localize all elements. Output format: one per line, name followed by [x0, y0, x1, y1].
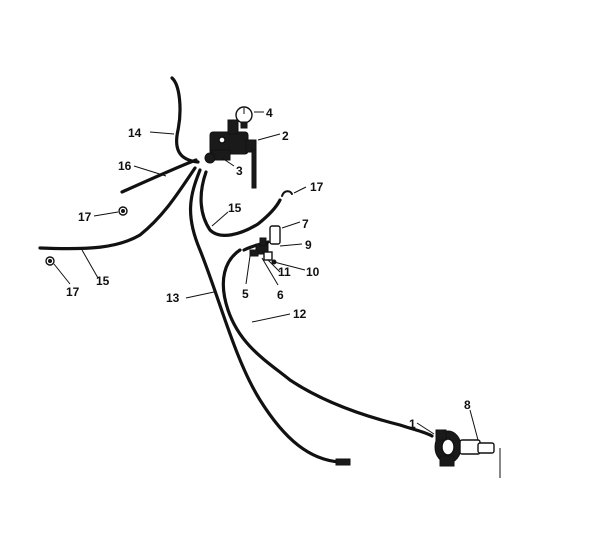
leader-2 — [257, 133, 281, 141]
leader-12 — [251, 313, 291, 323]
leader-17c — [293, 186, 307, 194]
leader-11 — [267, 259, 281, 273]
hose-15-mid — [199, 170, 282, 237]
callout-2: 2 — [282, 129, 289, 143]
leader-13 — [185, 291, 215, 299]
fitting-7 — [269, 225, 281, 245]
tee-fitting — [249, 237, 277, 265]
callout-14: 14 — [128, 126, 142, 140]
leader-6 — [261, 257, 279, 286]
hose-16 — [120, 158, 198, 194]
nozzle-8 — [459, 439, 501, 478]
callout-10: 10 — [306, 265, 320, 279]
fitting-17-left — [118, 206, 128, 216]
hose-15-left — [38, 166, 197, 251]
leader-1 — [416, 422, 435, 435]
callout-12: 12 — [293, 307, 307, 321]
callout-4: 4 — [266, 106, 273, 120]
leader-7 — [281, 221, 301, 229]
callout-13: 13 — [166, 291, 180, 305]
gauge-4 — [235, 106, 253, 129]
callout-11: 11 — [278, 265, 291, 279]
callout-3: 3 — [236, 164, 243, 178]
callout-5: 5 — [242, 287, 249, 301]
leader-14 — [149, 131, 175, 135]
callout-17b: 17 — [66, 285, 80, 299]
callout-8: 8 — [464, 398, 471, 412]
fitting-17-right — [281, 190, 293, 197]
callout-16: 16 — [118, 159, 132, 173]
hose-13 — [189, 168, 342, 464]
fitting-17-far-left — [45, 256, 55, 266]
leader-8 — [469, 409, 479, 441]
connector-1 — [434, 429, 462, 467]
leader-9 — [279, 243, 303, 247]
callout-9: 9 — [305, 238, 312, 252]
leader-5 — [245, 255, 251, 285]
leader-10 — [273, 261, 306, 271]
leader-15a — [211, 211, 229, 227]
leader-15b — [81, 249, 99, 279]
leader-3 — [221, 157, 235, 167]
fitting-hose-13-end — [335, 458, 351, 466]
hose-14 — [170, 76, 200, 164]
callout-7: 7 — [302, 217, 309, 231]
callout-1: 1 — [409, 417, 416, 431]
leader-17b — [53, 263, 71, 285]
leader-17a — [93, 211, 119, 217]
callout-17c: 17 — [310, 180, 324, 194]
callout-15a: 15 — [228, 201, 242, 215]
callout-15b: 15 — [96, 274, 110, 288]
leader-16 — [133, 165, 167, 177]
callout-17a: 17 — [78, 210, 92, 224]
hose-12 — [221, 248, 434, 438]
callout-6: 6 — [277, 288, 284, 302]
regulator-assembly — [204, 119, 257, 189]
